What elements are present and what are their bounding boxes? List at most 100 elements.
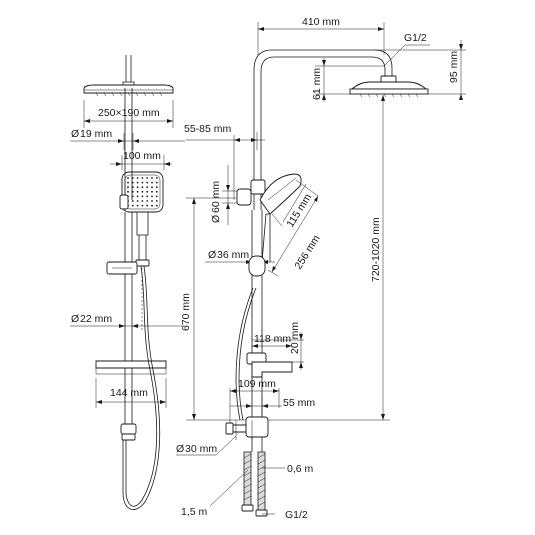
head-height-label: 95 mm bbox=[448, 51, 460, 83]
shelf-width-dimension: 144 mm bbox=[95, 378, 167, 408]
left-view: 250×190 mm Ø 19 mm 100 mm bbox=[70, 55, 185, 510]
nozzle-dot bbox=[141, 181, 144, 184]
arm-diameter-symbol: Ø bbox=[71, 128, 79, 140]
nozzle-dot bbox=[136, 181, 139, 184]
thread-top-callout: G1/2 bbox=[383, 32, 430, 67]
nozzle-dot bbox=[151, 204, 153, 207]
nozzle-dot bbox=[127, 190, 129, 193]
hand-shower-side bbox=[259, 173, 302, 263]
arm-length-label: 410 mm bbox=[302, 16, 340, 28]
nozzle-dot bbox=[141, 190, 144, 193]
hand-length-label: 256 mm bbox=[292, 233, 322, 272]
hose-short-callout: 0,6 m bbox=[262, 463, 314, 475]
nozzle-dot bbox=[155, 204, 158, 207]
nozzle-dot bbox=[146, 200, 149, 202]
hand-shower-width-dimension: 100 mm bbox=[110, 150, 172, 170]
nozzle-dot bbox=[151, 195, 153, 198]
overhead-shower-head-front bbox=[83, 55, 174, 97]
mixer-width-label: 109 mm bbox=[238, 378, 276, 390]
nozzle-dot bbox=[151, 177, 153, 179]
nozzle-dot bbox=[136, 177, 139, 179]
nozzle-dot bbox=[155, 177, 158, 179]
nozzle-dot bbox=[141, 177, 144, 179]
thread-bottom-callout: G1/2 bbox=[262, 509, 308, 521]
head-height-dimension: 95 mm bbox=[392, 40, 466, 100]
head-size-label: 250×190 mm bbox=[98, 107, 160, 119]
hose-long-label: 1,5 m bbox=[181, 506, 208, 518]
shelf-front bbox=[95, 360, 167, 375]
nozzle-dot bbox=[146, 190, 149, 193]
hand-shower-front bbox=[121, 171, 164, 267]
hose-front bbox=[122, 265, 161, 510]
nozzle-dot bbox=[141, 195, 144, 198]
holder-diameter-label: 60 mm bbox=[210, 181, 222, 213]
nozzle-dot bbox=[141, 200, 144, 202]
mixer-diameter-label: 30 mm bbox=[185, 443, 217, 455]
nozzle-dot bbox=[127, 177, 129, 179]
divertor-body bbox=[250, 179, 266, 195]
nozzle-dot bbox=[151, 181, 153, 184]
nozzle-dot bbox=[127, 186, 129, 189]
mixer-width-dimension: 109 mm bbox=[229, 378, 280, 425]
nozzle-dot bbox=[146, 177, 149, 179]
bracket-distance-dimension: 55-85 mm bbox=[184, 123, 265, 200]
slider-diameter-symbol: Ø bbox=[208, 249, 216, 261]
nozzle-dot bbox=[155, 186, 158, 189]
mixer-diameter-dimension: Ø 30 mm bbox=[176, 420, 253, 456]
nozzle-dot bbox=[155, 190, 158, 193]
head-nozzle-row bbox=[95, 92, 163, 97]
shelf-side: 20 mm 118 mm bbox=[251, 322, 304, 378]
hose-long-callout: 1,5 m bbox=[181, 469, 249, 518]
nozzle-dot bbox=[141, 186, 144, 189]
pipe-diameter-label: 22 mm bbox=[80, 313, 112, 325]
thread-bottom-label: G1/2 bbox=[285, 509, 308, 521]
shelf-width-side-label: 118 mm bbox=[254, 333, 291, 345]
overhead-shower-head-side bbox=[349, 81, 429, 98]
mixer-depth-label: 55 mm bbox=[283, 397, 315, 409]
nozzle-dot bbox=[131, 204, 134, 207]
arm-diameter-dimension: Ø 19 mm bbox=[70, 128, 185, 150]
slider-diameter-dimension: Ø 36 mm bbox=[205, 249, 275, 277]
holder-diameter-dimension: Ø 60 mm bbox=[210, 165, 252, 225]
nozzle-dot bbox=[127, 181, 129, 184]
nozzle-dot bbox=[146, 195, 149, 198]
nozzle-dot bbox=[155, 195, 158, 198]
mixer-diameter-symbol: Ø bbox=[176, 443, 184, 455]
head-offset-dimension: 61 mm bbox=[311, 58, 384, 102]
hoses-side bbox=[235, 287, 268, 517]
bottom-fitting-front bbox=[120, 423, 137, 441]
bar-height-dimension: 720-1020 mm bbox=[370, 49, 392, 420]
bar-height-label: 720-1020 mm bbox=[370, 217, 382, 282]
thread-top-label: G1/2 bbox=[404, 32, 427, 44]
nozzle-dot bbox=[146, 186, 149, 189]
slider-diameter-label: 36 mm bbox=[217, 249, 249, 261]
right-view: 410 mm G1/2 bbox=[176, 16, 466, 521]
nozzle-dot bbox=[146, 181, 149, 184]
pipe-diameter-symbol: Ø bbox=[71, 313, 79, 325]
bracket-distance-label: 55-85 mm bbox=[184, 123, 232, 135]
nozzle-dot bbox=[151, 200, 153, 202]
shower-column-side bbox=[246, 49, 397, 418]
mixer-depth-dimension: 55 mm bbox=[230, 397, 315, 416]
head-offset-label: 61 mm bbox=[311, 68, 323, 100]
mixer-side bbox=[225, 416, 269, 452]
holder-diameter-symbol: Ø bbox=[210, 215, 222, 223]
nozzle-dot bbox=[151, 186, 153, 189]
shelf-width-label: 144 mm bbox=[110, 387, 148, 399]
head-size-dimension: 250×190 mm bbox=[83, 100, 174, 128]
hand-shower-nozzle-grid bbox=[127, 177, 158, 207]
nozzle-dot bbox=[136, 190, 139, 193]
mixer-height-dimension: 670 mm bbox=[180, 197, 390, 421]
nozzle-dot bbox=[146, 204, 149, 207]
nozzle-dot bbox=[155, 200, 158, 202]
vertical-bar-front bbox=[106, 88, 138, 425]
hand-shower-width-label: 100 mm bbox=[123, 150, 161, 162]
mixer-height-label: 670 mm bbox=[180, 293, 192, 331]
nozzle-dot bbox=[155, 181, 158, 184]
nozzle-dot bbox=[136, 204, 139, 207]
nozzle-dot bbox=[151, 190, 153, 193]
nozzle-dot bbox=[131, 200, 134, 202]
nozzle-dot bbox=[136, 195, 139, 198]
arm-diameter-label: 19 mm bbox=[80, 128, 112, 140]
